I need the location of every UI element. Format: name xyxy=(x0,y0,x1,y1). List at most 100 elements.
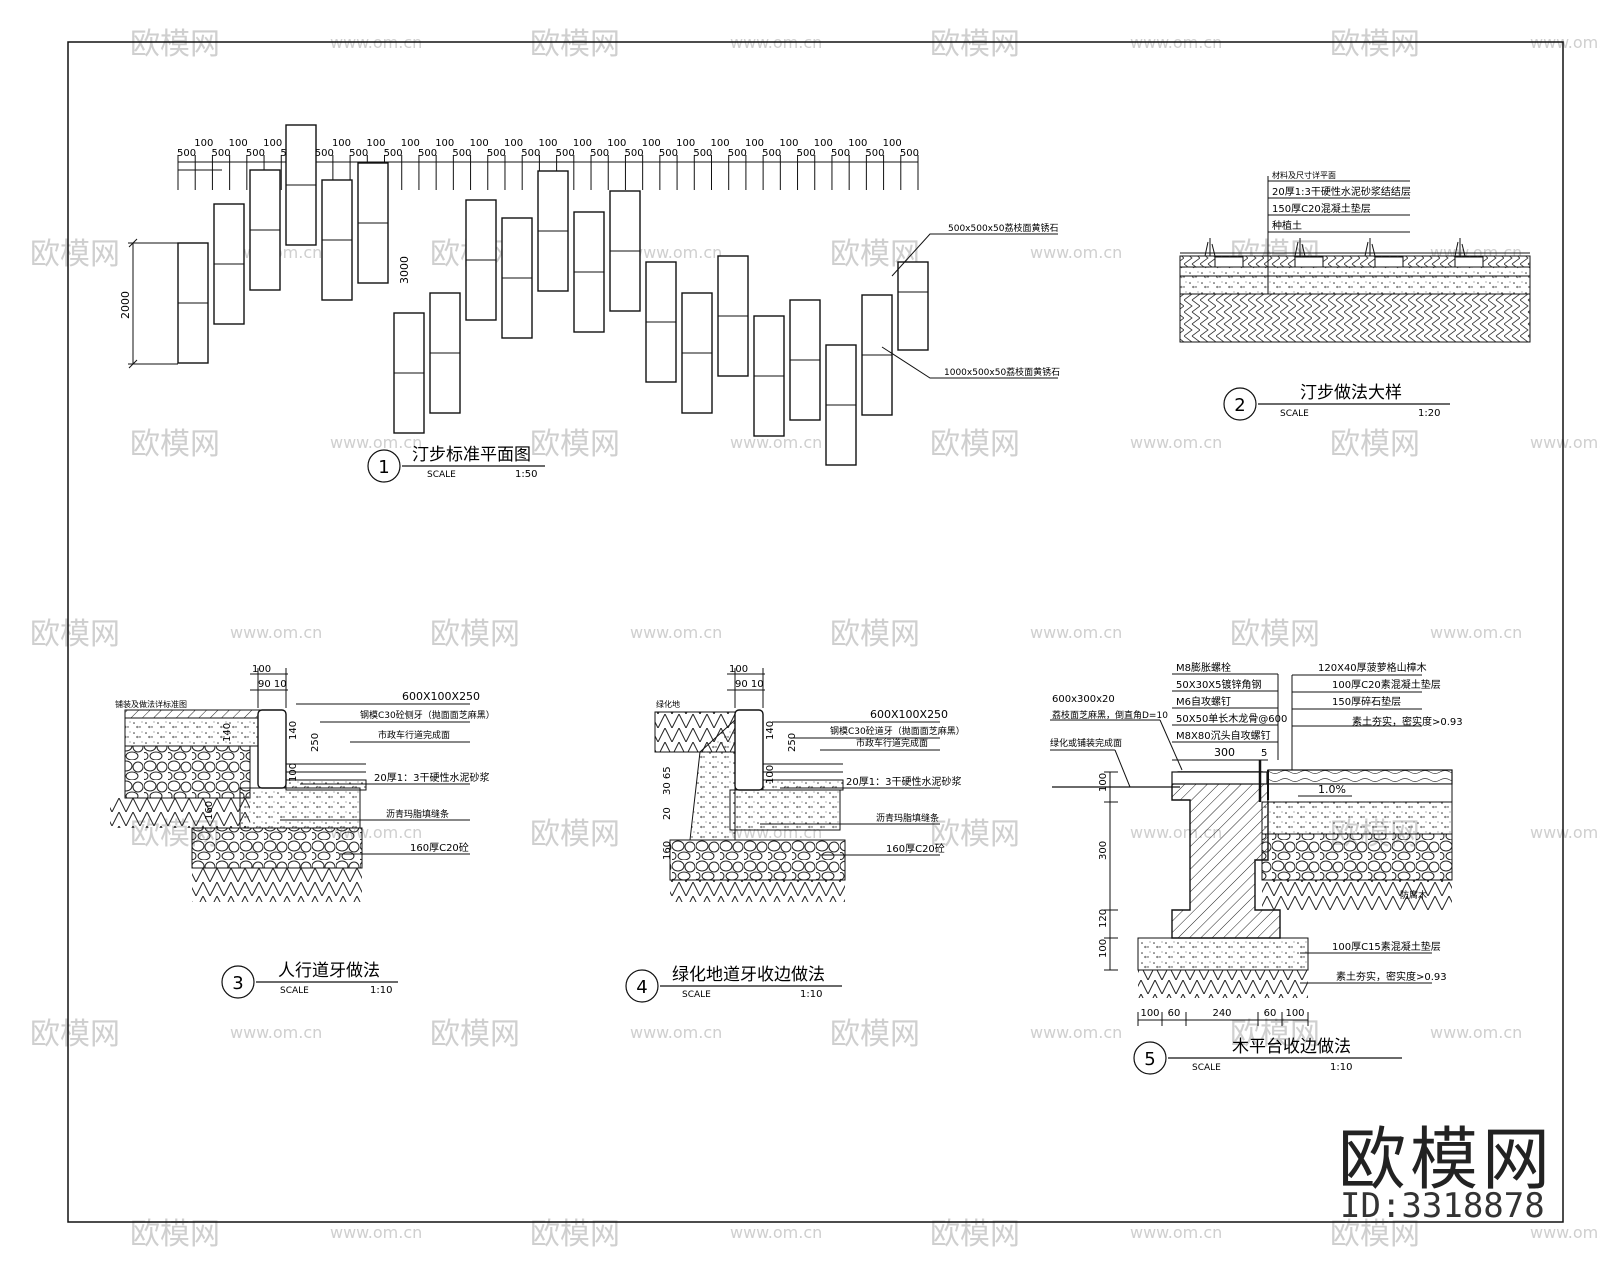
stone xyxy=(1454,256,1484,268)
detail-1-scale: 1:50 xyxy=(515,469,537,480)
watermark-site: www.om.cn xyxy=(1530,433,1600,452)
detail-3-label: 市政车行道完成面 xyxy=(378,729,450,741)
detail-5-label-tile: 防腐木 xyxy=(1400,889,1427,901)
dim-value: 140 xyxy=(288,721,299,740)
watermark-site: www.om.cn xyxy=(730,433,822,452)
detail-4-dim-top: 100 xyxy=(729,664,748,675)
grass-tuft xyxy=(1204,238,1216,257)
watermark-brand: 欧模网 xyxy=(830,617,920,652)
dim-value: 140 xyxy=(222,723,233,742)
watermark-brand: 欧模网 xyxy=(30,237,120,272)
detail-2-number: 2 xyxy=(1234,395,1245,416)
detail-4-labels: 600X100X250钢模C30砼道牙（抛面面芝麻黑）市政车行道完成面20厚1：… xyxy=(662,708,965,860)
dim-value: 100 xyxy=(229,138,248,149)
dim-value: 240 xyxy=(1212,1008,1231,1019)
watermark-brand: 欧模网 xyxy=(530,817,620,852)
detail-5-scale: 1:10 xyxy=(1330,1062,1352,1073)
detail-5-label-left: M6自攻螺钉 xyxy=(1176,695,1231,708)
detail-3-scale: 1:10 xyxy=(370,985,392,996)
detail-1-stepping-stone-plan: 5001005001005001005001005001005001005001… xyxy=(119,124,1060,483)
dim-value: 500 xyxy=(384,148,403,159)
stone xyxy=(1374,256,1404,268)
detail-2-scale-label: SCALE xyxy=(1280,409,1309,419)
dim-value: 500 xyxy=(865,148,884,159)
grass-tuft xyxy=(1454,238,1466,257)
grass-tuft xyxy=(1294,238,1306,257)
stone xyxy=(1214,256,1244,268)
watermark-brand: 欧模网 xyxy=(130,27,220,62)
watermark-site: www.om.cn xyxy=(1530,1223,1600,1242)
dim-value: 100 xyxy=(435,138,454,149)
dim-value: 500 xyxy=(693,148,712,159)
detail-5-label-left: 50X50单长木龙骨@600 xyxy=(1176,712,1287,725)
dim-value: 160 xyxy=(204,801,215,820)
dim-value: 100 xyxy=(470,138,489,149)
dim-value: 500 xyxy=(177,148,196,159)
stone xyxy=(1294,256,1324,268)
dim-value: 60 xyxy=(1168,1008,1181,1019)
detail-3-label: 20厚1：3干硬性水泥砂浆 xyxy=(374,771,489,784)
detail-1-callout-b: 1000x500x50荔枝面黄锈石 xyxy=(944,366,1060,378)
dim-value: 100 xyxy=(745,138,764,149)
dim-value: 100 xyxy=(288,763,299,782)
watermark-brand: 欧模网 xyxy=(930,427,1020,462)
detail-2-scale: 1:20 xyxy=(1418,408,1440,419)
dim-value: 500 xyxy=(487,148,506,159)
watermark-brand: 欧模网 xyxy=(530,427,620,462)
detail-2-stepping-stone-section: 材料及尺寸详平面20厚1:3干硬性水泥砂浆结结层150厚C20混凝土垫层种植土 … xyxy=(1179,170,1531,421)
dim-value: 100 xyxy=(1098,773,1109,792)
detail-5-label-right: 150厚碎石垫层 xyxy=(1332,695,1401,708)
watermark-site: www.om.cn xyxy=(630,623,722,642)
watermark-site: www.om.cn xyxy=(730,1223,822,1242)
sheet-frame xyxy=(67,41,1564,1223)
watermark-site: www.om.cn xyxy=(1030,1023,1122,1042)
dim-value: 100 xyxy=(883,138,902,149)
detail-4-dim-sub: 90 10 xyxy=(735,679,764,690)
detail-3-number: 3 xyxy=(232,973,243,994)
watermark-site: www.om.cn xyxy=(1130,1223,1222,1242)
watermark-site: www.om.cn xyxy=(330,433,422,452)
detail-5-label-left: M8膨胀螺栓 xyxy=(1176,661,1231,674)
dim-value: 500 xyxy=(418,148,437,159)
watermark-brand: 欧模网 xyxy=(130,427,220,462)
watermark-brand: 欧模网 xyxy=(1330,1217,1420,1252)
detail-1-title: 汀步标准平面图 xyxy=(412,445,531,465)
dim-value: 500 xyxy=(590,148,609,159)
watermark-brand: 欧模网 xyxy=(30,617,120,652)
detail-4-label: 沥青玛脂填缝条 xyxy=(876,812,939,824)
detail-2-label: 20厚1:3干硬性水泥砂浆结结层 xyxy=(1272,185,1411,198)
watermark-site: www.om.cn xyxy=(1130,433,1222,452)
watermark-brand: 欧模网 xyxy=(1330,27,1420,62)
dim-value: 100 xyxy=(814,138,833,149)
leader xyxy=(1159,719,1183,771)
watermark-site: www.om.cn xyxy=(1030,623,1122,642)
watermark-site: www.om.cn xyxy=(230,623,322,642)
dim-value: 20 xyxy=(662,807,673,820)
dim-value: 500 xyxy=(211,148,230,159)
detail-4-label: 160厚C20砼 xyxy=(886,842,945,855)
dim-value: 300 xyxy=(1214,746,1235,759)
dim-value: 100 xyxy=(607,138,626,149)
watermark-brand: 欧模网 xyxy=(530,1217,620,1252)
detail-5-labels: M8膨胀螺栓50X30X5镀锌角钢M6自攻螺钉50X50单长木龙骨@600M8X… xyxy=(1050,661,1463,1026)
grass-tuft xyxy=(1364,238,1376,257)
dim-value: 500 xyxy=(556,148,575,159)
watermark-brand: 欧模网 xyxy=(530,27,620,62)
dim-value: 30 65 xyxy=(662,766,673,795)
watermark-site: www.om.cn xyxy=(630,1023,722,1042)
detail-4-label: 20厚1：3干硬性水泥砂浆 xyxy=(846,775,961,788)
watermark-brand: 欧模网 xyxy=(430,617,520,652)
detail-5-label-right: 素土夯实，密实度>0.93 xyxy=(1352,715,1463,728)
detail-5-slope: 1.0% xyxy=(1318,783,1346,796)
detail-2-label: 种植土 xyxy=(1272,219,1302,232)
watermark-site: www.om.cn xyxy=(1030,243,1122,262)
brand-id: ID:3318878 xyxy=(1340,1186,1545,1226)
dim-value: 5 xyxy=(1261,748,1267,759)
detail-3-dim-sub: 90 10 xyxy=(258,679,287,690)
detail-1-dimension-chain: 5001005001005001005001005001005001005001… xyxy=(177,138,919,190)
dim-value: 100 xyxy=(401,138,420,149)
detail-3-sidewalk-curb: 600X100X250钢模C30砼侧牙（抛面面芝麻黑）市政车行道完成面20厚1：… xyxy=(110,664,495,999)
leader xyxy=(1114,749,1131,788)
